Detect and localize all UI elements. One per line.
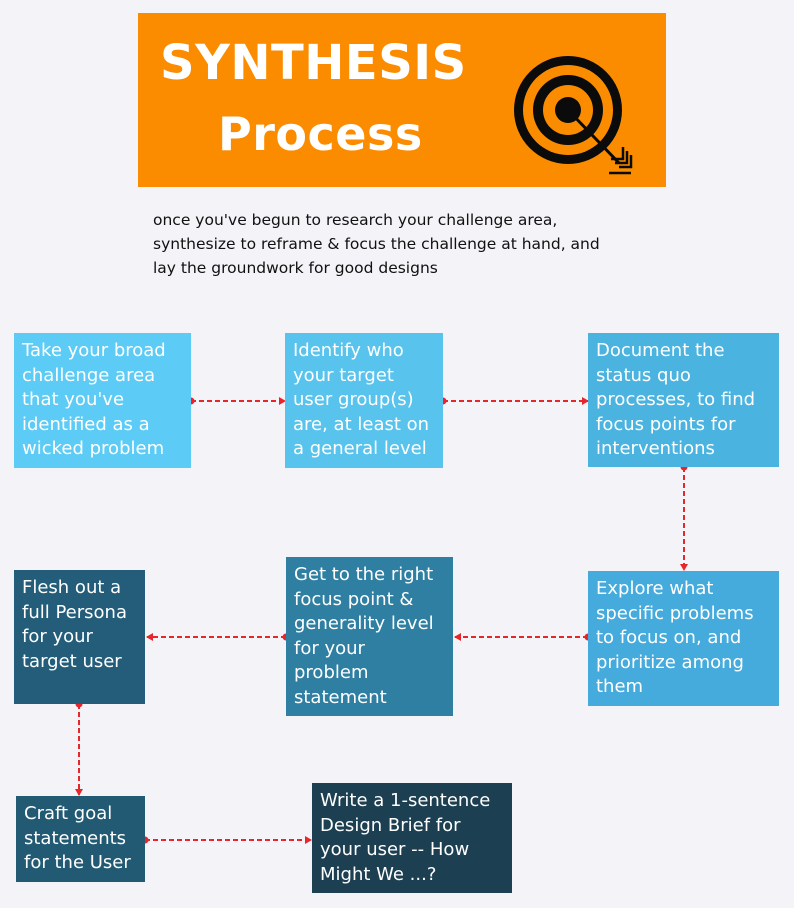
step-text-line: Identify who [293,340,404,361]
step-text-line: specific problems [596,602,754,624]
step-text-line: Flesh out a [22,577,122,598]
step-text-line: status quo [596,364,691,386]
step-text-line: identified as a [22,413,150,435]
step-text-line: processes, to find [596,389,756,410]
step-3-box: Document the status quo processes, to fi… [588,333,779,467]
step-5-box: Get to the right focus point & generalit… [286,557,453,716]
step-8-box: Write a 1-sentence Design Brief for your… [312,783,512,893]
step-text-line: user group(s) [293,389,414,410]
step-6-box: Flesh out a full Persona for your target… [14,570,145,704]
step-text-line: focus point & [294,588,414,610]
step-1-box: Take your broad challenge area that you'… [14,333,191,468]
step-text-line: Design Brief for [320,814,461,836]
step-text-line: interventions [596,438,715,459]
step-text-line: focus points for [596,413,736,435]
step-text-line: Explore what [596,578,714,599]
step-text-line: Write a 1-sentence [320,790,491,811]
step-text-line: them [596,676,644,697]
step-text-line: to focus on, and [596,627,742,648]
step-text-line: Take your broad [22,340,166,361]
step-text-line: generality level [294,613,434,634]
step-text-line: Craft goal [24,803,113,824]
intro-line: lay the groundwork for good designs [153,259,438,277]
intro-text: once you've begun to research your chall… [153,208,713,280]
step-text-line: wicked problem [22,438,165,459]
step-text-line: your target [293,364,394,386]
step-text-line: target user [22,650,122,672]
title-line-1: SYNTHESIS [160,35,467,91]
step-text-line: Get to the right [294,564,434,585]
step-text-line: that you've [22,389,125,410]
step-text-line: prioritize among [596,651,744,673]
step-7-box: Craft goal statements for the User [16,796,145,882]
step-text-line: for your [22,626,93,647]
step-text-line: for the User [24,852,131,873]
step-text-line: full Persona [22,601,127,623]
step-text-line: Document the [596,340,725,361]
step-text-line: problem [294,662,369,683]
target-icon [514,56,633,175]
intro-line: once you've begun to research your chall… [153,211,558,229]
step-text-line: challenge area [22,364,156,386]
intro-line: synthesize to reframe & focus the challe… [153,235,600,253]
step-text-line: Might We ...? [320,863,437,885]
step-4-box: Explore what specific problems to focus … [588,571,779,706]
step-text-line: statements [24,827,127,849]
step-text-line: a general level [293,438,427,459]
step-2-box: Identify who your target user group(s) a… [285,333,443,468]
step-text-line: your user -- How [320,839,470,860]
step-text-line: statement [294,686,387,708]
step-text-line: for your [294,637,365,659]
title-line-2: Process [218,107,423,161]
title-banner: SYNTHESIS Process [138,13,666,187]
step-text-line: are, at least on [293,413,430,435]
